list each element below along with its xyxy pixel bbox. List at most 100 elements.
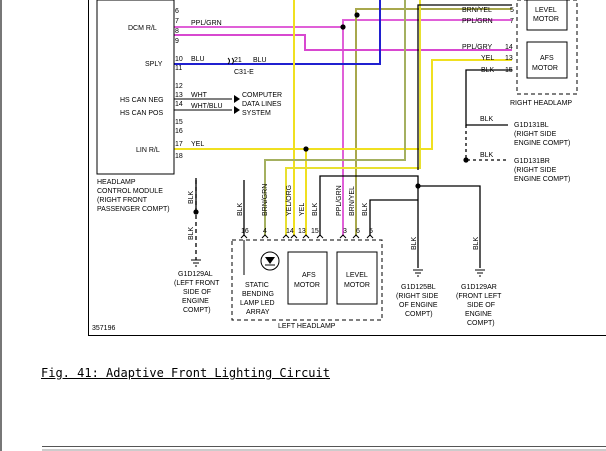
pin-label: 14 (286, 228, 294, 235)
wire-label: BLK (480, 116, 494, 123)
ground-desc: (FRONT LEFT (456, 293, 502, 300)
ground-g1d125bl: G1D125BL (RIGHT SIDE OF ENGINE COMPT) (396, 284, 439, 318)
wire-label: WHT/BLU (191, 103, 223, 110)
pin-label: 15 (175, 119, 183, 126)
wire-label: PPL/GRN (462, 18, 493, 25)
ground-g1d129al: G1D129AL (LEFT FRONT SIDE OF ENGINE COMP… (174, 271, 220, 314)
level-motor-label: LEVEL (535, 7, 557, 14)
wire-label: PPL/GRY (462, 44, 493, 51)
ground-desc: ENGINE (465, 311, 492, 318)
connector-name: C31-E (234, 69, 254, 76)
ground-icon (413, 269, 423, 277)
data-lines-label: COMPUTER DATA LINES SYSTEM (242, 92, 282, 117)
module-title-line: CONTROL MODULE (97, 188, 163, 195)
pin-label: 8 (175, 28, 179, 35)
ground-desc: COMPT) (405, 311, 433, 318)
dcm-label: DCM R/L (128, 25, 157, 32)
splice (303, 146, 309, 152)
left-headlamp-wire-labels: BLK BRN/GRN YEL/ORG YEL BLK PPL/GRN BRN/… (237, 184, 369, 216)
data-lines-text: SYSTEM (242, 110, 271, 117)
splice (193, 209, 199, 215)
right-headlamp-box (516, 0, 578, 95)
module-title-line: HEADLAMP (97, 179, 136, 186)
pin-label: 16 (241, 228, 249, 235)
pin-label: 6 (175, 8, 179, 15)
ground-id: G1D131BR (514, 158, 550, 165)
pin-label: 11 (175, 65, 182, 72)
wire-label: BRN/GRN (262, 184, 269, 216)
lin-label: LIN R/L (136, 147, 160, 154)
pin-label: 14 (175, 101, 183, 108)
right-headlamp-label: RIGHT HEADLAMP (510, 100, 572, 107)
afs-motor-label: MOTOR (532, 65, 558, 72)
wire-yel-right (431, 59, 512, 150)
static-lamp-text: ARRAY (246, 309, 270, 316)
splice (463, 157, 469, 163)
ground-icon (191, 259, 201, 267)
pin-label: 15 (505, 67, 513, 74)
left-level-motor (336, 251, 378, 305)
pin-label: 7 (510, 18, 514, 25)
hs-can-pos-label: HS CAN POS (120, 110, 164, 117)
wire-blk-right-hl-ground (465, 69, 512, 126)
afs-motor-label: AFS (540, 55, 554, 62)
arrow-icon (234, 106, 240, 114)
connector-pin: 21 (234, 57, 242, 64)
pin-label: 5 (369, 228, 373, 235)
wire-brn-grn (264, 0, 406, 236)
level-motor-label: MOTOR (533, 16, 559, 23)
wire-label: BLK (473, 236, 480, 250)
wire-label: YEL (481, 55, 494, 62)
arrow-icon (234, 95, 240, 103)
ground-desc: SIDE OF (467, 302, 495, 309)
ground-desc: (RIGHT SIDE (514, 167, 557, 174)
module-wire-labels: PPL/GRN BLU WHT WHT/BLU YEL (191, 20, 223, 148)
afs-motor-label: AFS (302, 272, 316, 279)
wire-ppl-gry (174, 34, 512, 51)
pin-label: 18 (175, 153, 183, 160)
right-level-motor (526, 0, 568, 31)
data-lines-text: COMPUTER (242, 92, 282, 99)
wire-ppl-grn (174, 19, 512, 28)
pin-label: 12 (175, 83, 183, 90)
pin-label: 17 (175, 141, 183, 148)
headlamp-control-module-box (96, 0, 175, 175)
ground-desc: (RIGHT SIDE (396, 293, 439, 300)
ground-desc: ENGINE COMPT) (514, 140, 570, 147)
hs-can-neg-label: HS CAN NEG (120, 97, 164, 104)
ground-id: G1D129AR (461, 284, 497, 291)
module-title-line: (RIGHT FRONT (97, 197, 148, 204)
pin-label: 6 (356, 228, 360, 235)
level-motor-label: MOTOR (344, 282, 370, 289)
pin-label: 13 (175, 92, 183, 99)
connector-wire: BLU (253, 57, 267, 64)
wiring-diagram: 6 7 8 9 10 11 12 13 14 15 16 17 18 DCM R… (92, 0, 578, 332)
wire-label: YEL (191, 141, 204, 148)
wire-label: BLK (188, 190, 195, 204)
ground-desc: ENGINE (182, 298, 209, 305)
ground-g1d131bl: BLK G1D131BL (RIGHT SIDE ENGINE COMPT) (480, 116, 570, 147)
ground-id: G1D131BL (514, 122, 549, 129)
figure-caption: Fig. 41: Adaptive Front Lighting Circuit (41, 366, 330, 380)
wire-blk-right-top (417, 4, 512, 170)
ground-desc: (LEFT FRONT (174, 280, 220, 287)
diagram-frame (88, 0, 606, 336)
pin-label: 15 (311, 228, 319, 235)
wire-label: BLK (481, 67, 495, 74)
ground-id: G1D125BL (401, 284, 436, 291)
figure-number: 357196 (92, 325, 115, 332)
wire-label: PPL/GRN (191, 20, 222, 27)
ground-g1d129ar: G1D129AR (FRONT LEFT SIDE OF ENGINE COMP… (456, 284, 502, 327)
page-divider (42, 449, 606, 451)
page-left-rule (0, 0, 2, 451)
pin-label: 13 (298, 228, 306, 235)
wire-label: BLK (312, 202, 319, 216)
ground-desc: COMPT) (183, 307, 211, 314)
module-side-labels: DCM R/L SPLY HS CAN NEG HS CAN POS LIN R… (120, 25, 164, 154)
sply-label: SPLY (145, 61, 163, 68)
afs-motor-label: MOTOR (294, 282, 320, 289)
pin-label: 7 (175, 18, 179, 25)
pin-label: 13 (505, 55, 513, 62)
pin-label: 4 (263, 228, 267, 235)
wire-label: BRN/YEL (349, 186, 356, 216)
